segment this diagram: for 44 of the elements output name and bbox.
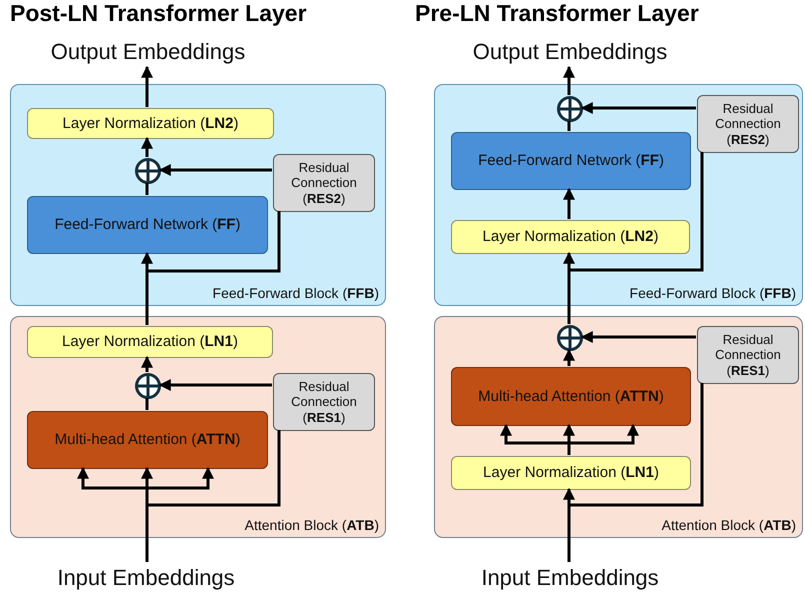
- arrow: [563, 188, 575, 219]
- connector-line: [146, 398, 148, 410]
- connector-line: [568, 121, 570, 131]
- layer-norm-box: Layer Normalization (LN1): [451, 456, 691, 490]
- arrow: [563, 66, 575, 95]
- arrow: [563, 348, 575, 366]
- arrow: [580, 102, 696, 114]
- feed-forward-box: Feed-Forward Network (FF): [27, 196, 268, 254]
- connector-line: [146, 183, 148, 195]
- sum-circle: [557, 325, 583, 351]
- arrow: [158, 164, 272, 176]
- panel-title: Pre-LN Transformer Layer: [415, 0, 699, 27]
- embeddings-label: Input Embeddings: [36, 562, 256, 594]
- sum-circle: [135, 373, 161, 399]
- residual-connection-box: Residual Connection (RES2): [273, 154, 375, 212]
- arrow: [141, 66, 153, 107]
- attention-box: Multi-head Attention (ATTN): [27, 411, 268, 469]
- arrow: [158, 379, 272, 391]
- embeddings-label: Output Embeddings: [28, 37, 268, 67]
- attention-block-panel: [10, 316, 386, 538]
- feed-forward-box: Feed-Forward Network (FF): [451, 132, 691, 190]
- feed-forward-block-panel: [434, 84, 803, 306]
- panel-title: Post-LN Transformer Layer: [10, 0, 307, 27]
- attention-block-panel: [434, 316, 803, 538]
- arrow: [141, 136, 153, 157]
- embeddings-label: Output Embeddings: [450, 37, 690, 67]
- residual-connection-box: Residual Connection (RES2): [697, 95, 799, 153]
- layer-norm-box: Layer Normalization (LN2): [451, 220, 690, 254]
- feed-forward-block-panel: [10, 84, 386, 306]
- block-label: Feed-Forward Block (FFB): [630, 285, 796, 301]
- block-label: Feed-Forward Block (FFB): [212, 285, 379, 301]
- block-label: Attention Block (ATB): [244, 517, 379, 533]
- attention-box: Multi-head Attention (ATTN): [451, 367, 691, 426]
- residual-connection-box: Residual Connection (RES1): [273, 373, 375, 431]
- sum-circle: [557, 96, 583, 122]
- layer-norm-box: Layer Normalization (LN2): [27, 108, 274, 139]
- residual-connection-box: Residual Connection (RES1): [697, 326, 799, 384]
- sum-circle: [135, 158, 161, 184]
- arrow: [141, 356, 153, 372]
- arrow: [580, 331, 696, 343]
- layer-norm-box: Layer Normalization (LN1): [27, 326, 273, 358]
- embeddings-label: Input Embeddings: [460, 562, 680, 594]
- block-label: Attention Block (ATB): [662, 517, 796, 533]
- arrow: [568, 424, 639, 455]
